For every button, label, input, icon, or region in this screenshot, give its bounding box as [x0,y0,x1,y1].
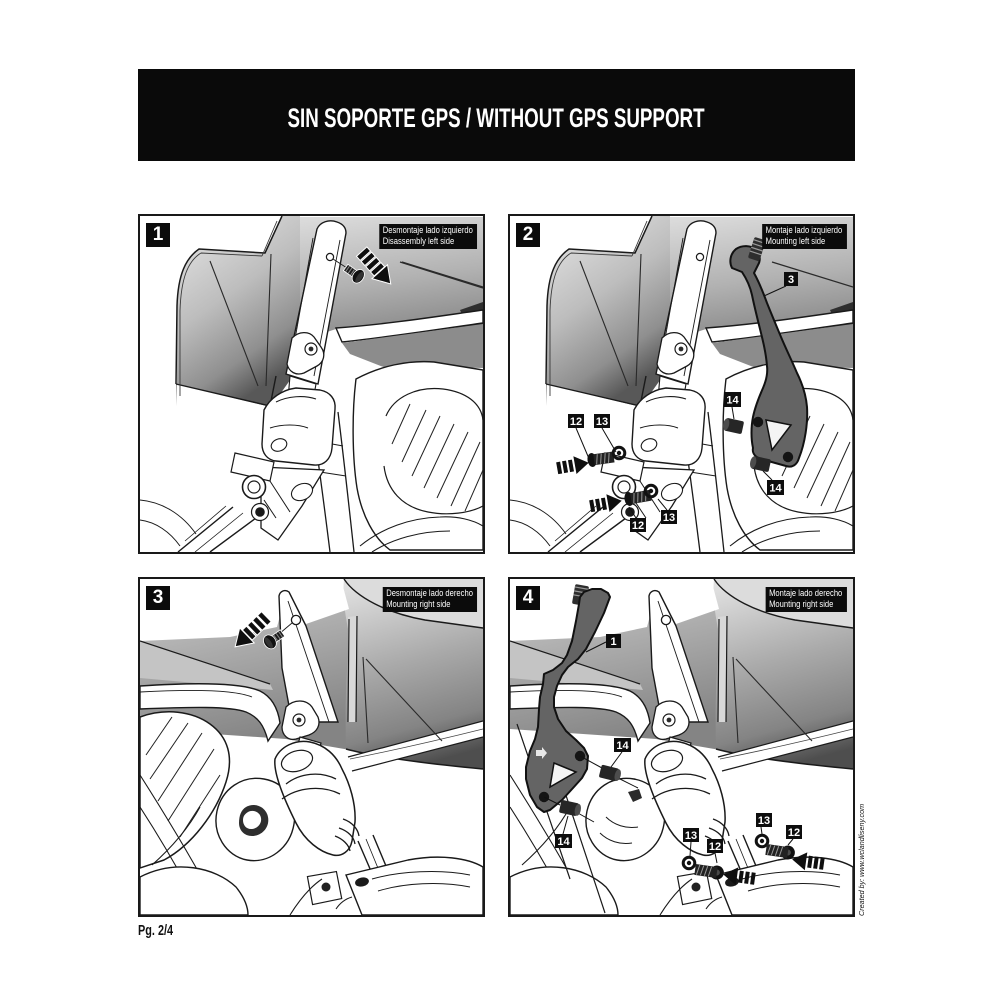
svg-text:12: 12 [709,841,721,853]
svg-text:13: 13 [596,416,608,428]
svg-text:3: 3 [788,274,794,286]
svg-text:13: 13 [758,815,770,827]
svg-text:14: 14 [616,740,629,752]
svg-text:14: 14 [726,395,739,407]
svg-text:12: 12 [632,520,644,532]
svg-text:13: 13 [663,512,675,524]
svg-text:13: 13 [685,830,697,842]
svg-text:1: 1 [610,636,616,648]
svg-text:12: 12 [570,416,582,428]
svg-text:14: 14 [557,836,570,848]
svg-text:12: 12 [788,827,800,839]
svg-text:14: 14 [769,483,782,495]
